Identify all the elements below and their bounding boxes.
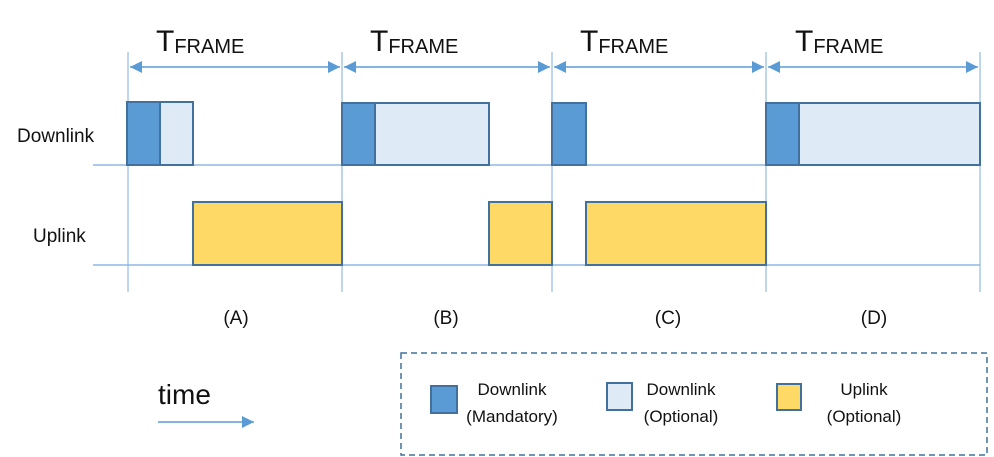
legend-label: (Optional) xyxy=(644,407,719,426)
frame-label: TFRAME xyxy=(795,25,883,58)
downlink-row-label: Downlink xyxy=(17,126,95,147)
downlink-optional-block xyxy=(798,102,981,166)
uplink-blocks xyxy=(192,201,767,266)
legend-label: (Optional) xyxy=(827,407,902,426)
frame-label: TFRAME xyxy=(580,25,668,58)
downlink-optional-block xyxy=(374,102,490,166)
uplink-block xyxy=(585,201,767,266)
uplink-block xyxy=(488,201,553,266)
downlink-mandatory-block xyxy=(551,102,587,166)
legend: Downlink (Mandatory) Downlink (Optional)… xyxy=(400,352,988,456)
downlink-blocks xyxy=(126,101,981,166)
downlink-mandatory-block xyxy=(126,101,161,166)
legend-swatch-uplink-optional xyxy=(776,383,802,411)
downlink-mandatory-block xyxy=(765,102,800,166)
legend-label: Uplink xyxy=(840,380,888,399)
uplink-block xyxy=(192,201,343,266)
uplink-row-label: Uplink xyxy=(33,226,86,247)
frame-label: TFRAME xyxy=(156,25,244,58)
downlink-optional-block xyxy=(159,101,194,166)
legend-swatch-downlink-optional xyxy=(606,382,633,411)
legend-label: Downlink xyxy=(478,380,547,399)
case-label-d: (D) xyxy=(861,308,887,329)
legend-swatch-downlink-mandatory xyxy=(430,385,458,414)
time-label: time xyxy=(158,379,211,410)
case-label-c: (C) xyxy=(655,308,681,329)
case-label-b: (B) xyxy=(433,308,458,329)
frame-label: TFRAME xyxy=(370,25,458,58)
frame-labels: TFRAME TFRAME TFRAME TFRAME xyxy=(156,25,883,58)
legend-label: (Mandatory) xyxy=(466,407,558,426)
legend-border xyxy=(400,352,988,456)
legend-label: Downlink xyxy=(647,380,716,399)
case-label-a: (A) xyxy=(223,308,248,329)
downlink-mandatory-block xyxy=(341,102,376,166)
